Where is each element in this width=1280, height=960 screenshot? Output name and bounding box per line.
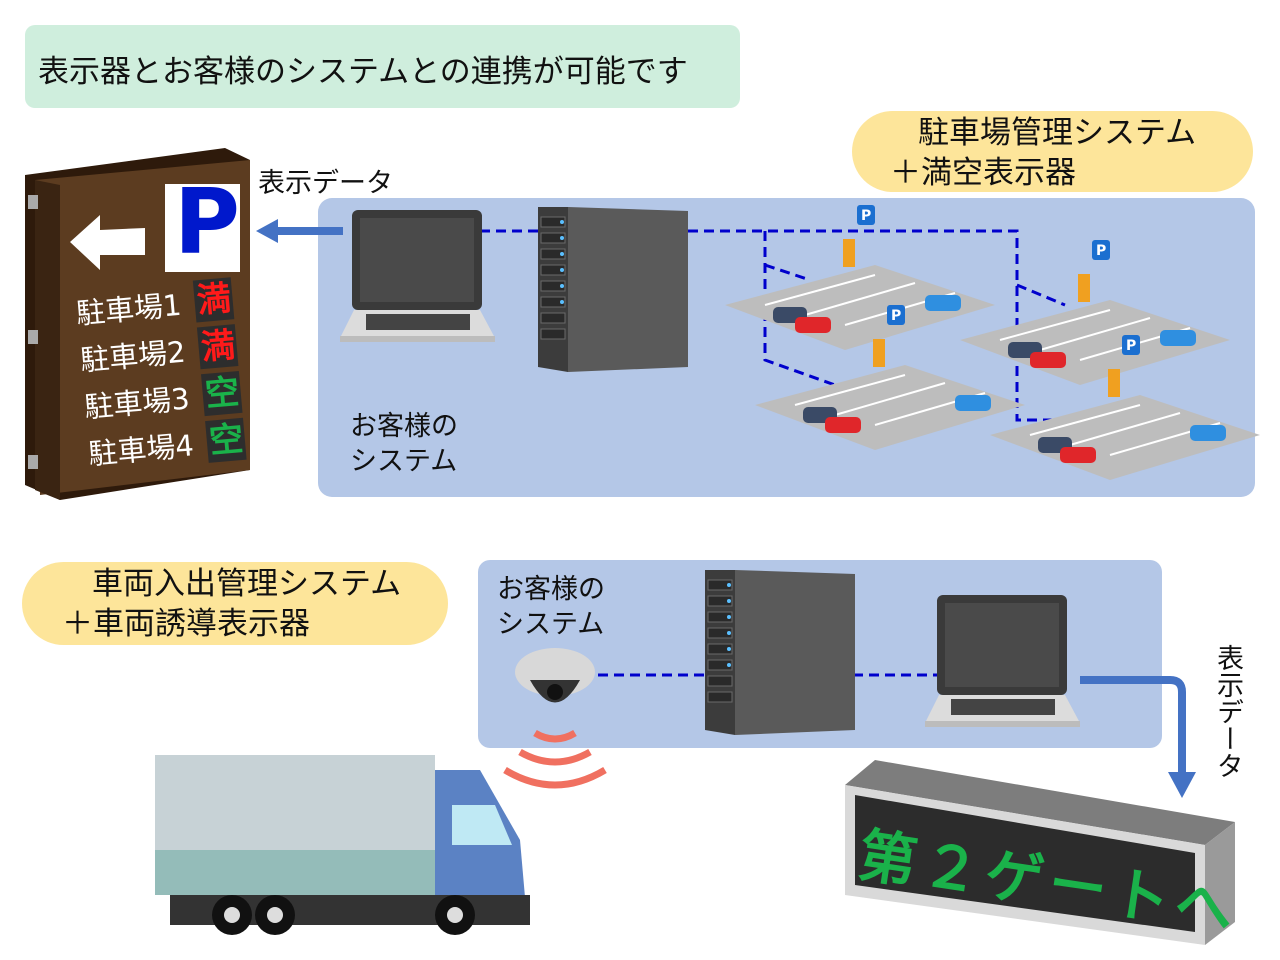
sign-lot-name: 駐車場1 [74,287,183,331]
sign-lot-status: 空 [205,417,248,463]
customer-system-label-bottom: お客様の [497,574,605,605]
sign-lot-status: 満 [193,276,235,322]
sign-lot-name: 駐車場3 [82,380,191,424]
customer-system-label-top: お客様の [350,411,458,442]
vehicle-system-label-2: ＋車両誘導表示器 [62,606,310,642]
left-arrow-icon [70,215,145,270]
sign-lot-name: 駐車場4 [87,427,196,471]
sign-lot-status: 空 [201,370,243,416]
led-display-board [845,760,1235,945]
display-data-label-top: 表示データ [258,168,393,199]
page-title: 表示器とお客様のシステムとの連携が可能です [38,54,688,90]
vehicle-system-label: 車両入出管理システム [92,566,402,602]
vehicle-system-pill [22,562,448,645]
parking-p-symbol: P [174,170,240,275]
laptop-top [340,210,495,342]
parking-sign [25,148,250,500]
arrow-to-led [1080,676,1196,798]
sign-rows: 駐車場1 満 駐車場2 満 駐車場3 空 駐車場4 空 [74,274,248,475]
server-top [537,206,689,373]
parking-system-label-2: ＋満空表示器 [890,155,1076,191]
truck [155,755,530,935]
camera-icon [515,648,595,703]
laptop-bottom [925,595,1080,727]
parking-system-label: 駐車場管理システム [918,115,1197,151]
display-data-label-bottom: 表示データ [1212,644,1243,779]
sign-lot-status: 満 [197,323,239,369]
server-bottom [704,569,856,736]
arrow-to-sign [256,219,343,243]
parking-system-pill [852,111,1253,192]
customer-system-label-top-2: システム [350,446,458,477]
sign-lot-name: 駐車場2 [78,334,187,378]
title-banner [25,25,740,108]
signal-waves-icon [503,729,607,789]
customer-system-label-bottom-2: システム [497,609,605,640]
